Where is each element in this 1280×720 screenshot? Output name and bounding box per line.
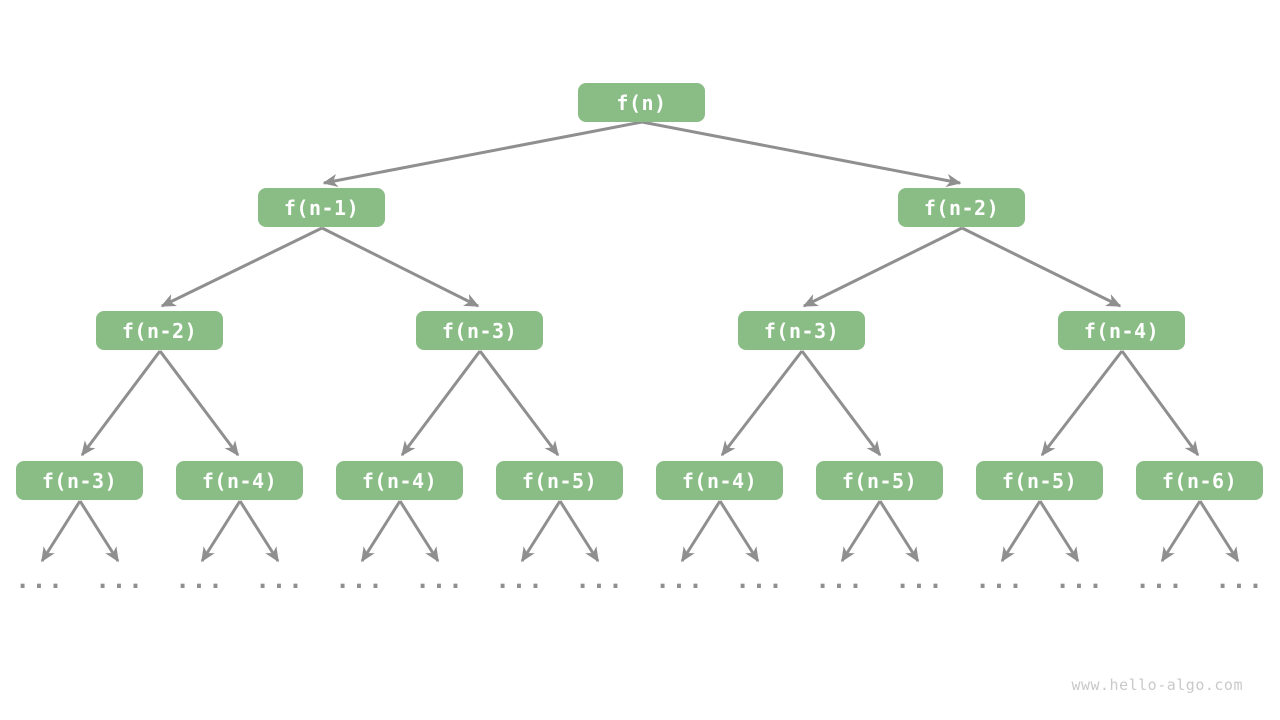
edge (478, 350, 560, 457)
edge (1000, 500, 1042, 563)
watermark: www.hello-algo.com (1071, 676, 1243, 694)
ellipsis: ... (895, 566, 945, 594)
ellipsis: ... (255, 566, 305, 594)
edge (680, 500, 722, 563)
edge (1120, 350, 1200, 457)
ellipsis: ... (335, 566, 385, 594)
edge (961, 226, 1122, 308)
edge (80, 350, 162, 457)
edge (718, 500, 760, 563)
edge (641, 120, 962, 187)
tree-node: f(n-3) (416, 311, 543, 350)
tree-node: f(n-4) (1058, 311, 1185, 350)
edge (322, 120, 643, 187)
edge (360, 500, 402, 563)
edge (520, 500, 562, 563)
tree-node: f(n-2) (96, 311, 223, 350)
edge (1040, 350, 1124, 457)
tree-node: f(n-1) (258, 188, 385, 227)
edge (398, 500, 440, 563)
ellipsis: ... (95, 566, 145, 594)
edge (1038, 500, 1080, 563)
edge (78, 500, 120, 563)
edge (878, 500, 920, 563)
ellipsis: ... (1055, 566, 1105, 594)
tree-node: f(n-6) (1136, 461, 1263, 500)
tree-node: f(n-4) (656, 461, 783, 500)
ellipsis: ... (655, 566, 705, 594)
edge (802, 226, 963, 308)
ellipsis: ... (735, 566, 785, 594)
edge (1198, 500, 1240, 563)
ellipsis: ... (575, 566, 625, 594)
edge (200, 500, 242, 563)
tree-node: f(n-4) (176, 461, 303, 500)
tree-node: f(n-2) (898, 188, 1025, 227)
edge (558, 500, 600, 563)
edge (160, 226, 323, 308)
tree-node: f(n-5) (816, 461, 943, 500)
tree-node: f(n-5) (496, 461, 623, 500)
ellipsis: ... (975, 566, 1025, 594)
edge (840, 500, 882, 563)
ellipsis: ... (495, 566, 545, 594)
ellipsis: ... (175, 566, 225, 594)
edge (321, 226, 480, 308)
ellipsis: ... (1215, 566, 1265, 594)
edge (238, 500, 280, 563)
edge (720, 350, 804, 457)
edge (1160, 500, 1202, 563)
edge (800, 350, 882, 457)
edge (40, 500, 82, 563)
tree-node: f(n-4) (336, 461, 463, 500)
ellipsis: ... (815, 566, 865, 594)
edge (158, 350, 240, 457)
tree-node: f(n-3) (16, 461, 143, 500)
tree-node-root: f(n) (578, 83, 705, 122)
ellipsis: ... (1135, 566, 1185, 594)
tree-node: f(n-3) (738, 311, 865, 350)
ellipsis: ... (415, 566, 465, 594)
edge (400, 350, 482, 457)
tree-node: f(n-5) (976, 461, 1103, 500)
ellipsis: ... (15, 566, 65, 594)
